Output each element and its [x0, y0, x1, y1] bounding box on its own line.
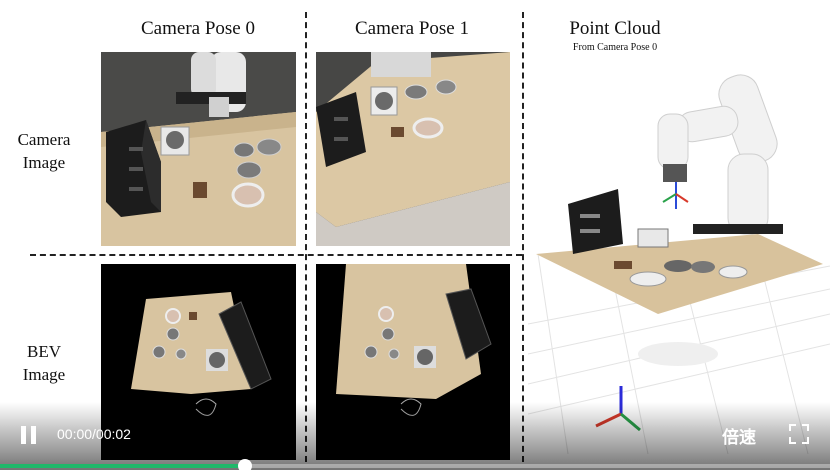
- speed-button[interactable]: 倍速: [722, 428, 756, 447]
- column-divider-1: [305, 12, 307, 462]
- row-label-camera-line2: Image: [22, 153, 66, 172]
- column-divider-2: [522, 12, 524, 462]
- camera-image-pose-1: [316, 52, 510, 246]
- video-controls: 00:00/00:02 倍速: [0, 402, 830, 470]
- row-label-bev-line2: Image: [22, 365, 66, 384]
- fullscreen-icon[interactable]: [788, 423, 810, 445]
- column-subtitle-point-cloud: From Camera Pose 0: [572, 42, 658, 53]
- row-label-camera-image: Camera Image: [2, 128, 86, 174]
- pause-icon[interactable]: [18, 424, 40, 446]
- progress-bar[interactable]: [0, 459, 830, 470]
- column-title-camera-pose-0: Camera Pose 0: [141, 18, 255, 39]
- time-display: 00:00/00:02: [57, 426, 131, 442]
- row-label-camera-line1: Camera: [17, 130, 71, 149]
- point-cloud-render: [528, 54, 830, 454]
- column-title-point-cloud: Point Cloud: [569, 18, 661, 39]
- row-label-bev-line1: BEV: [27, 342, 61, 361]
- camera-image-pose-0: [101, 52, 296, 246]
- progress-handle[interactable]: [237, 459, 252, 470]
- row-label-bev-image: BEV Image: [2, 340, 86, 386]
- row-divider: [30, 254, 522, 256]
- column-title-camera-pose-1: Camera Pose 1: [355, 18, 469, 39]
- progress-fill: [0, 464, 245, 468]
